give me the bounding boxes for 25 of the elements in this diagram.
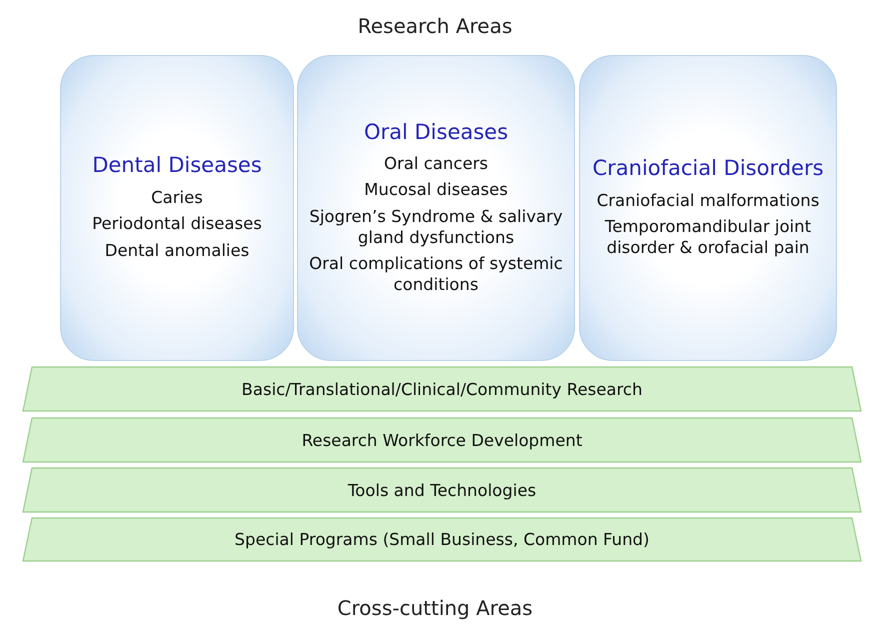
panel-item: Temporomandibular joint disorder & orofacial pain xyxy=(604,217,812,259)
trapezoid-band xyxy=(22,467,862,513)
diagram-title: Research Areas xyxy=(356,14,514,38)
panel-item: Sjogren’s Syndrome & salivary gland dysfunctions xyxy=(308,206,564,248)
band-label: Tools and Technologies xyxy=(348,480,536,500)
rounded-panel xyxy=(60,55,294,361)
panel-item: Craniofacial malformations xyxy=(596,190,820,212)
panel-item: Oral complications of systemic conditions xyxy=(308,254,564,296)
band-label: Basic/Translational/Clinical/Community Research xyxy=(242,380,642,398)
panel-heading: Oral Diseases xyxy=(364,120,508,145)
panel-item: Caries xyxy=(151,188,203,208)
band-label: Special Programs (Small Business, Common Fund) xyxy=(234,530,650,549)
trapezoid-band xyxy=(22,517,862,562)
rounded-panel xyxy=(579,55,837,361)
rounded-panel xyxy=(297,55,575,361)
panel-item: Periodontal diseases xyxy=(92,214,262,235)
panel-item: Oral cancers xyxy=(384,154,488,174)
panel-item: Dental anomalies xyxy=(104,240,250,262)
panel-item: Mucosal diseases xyxy=(364,180,508,201)
panel-heading: Dental Diseases xyxy=(92,153,262,179)
panel-heading: Craniofacial Disorders xyxy=(592,156,824,182)
diagram-caption: Cross-cutting Areas xyxy=(336,596,534,620)
band-label: Research Workforce Development xyxy=(302,430,582,450)
trapezoid-band xyxy=(22,366,862,412)
trapezoid-band xyxy=(22,417,862,463)
